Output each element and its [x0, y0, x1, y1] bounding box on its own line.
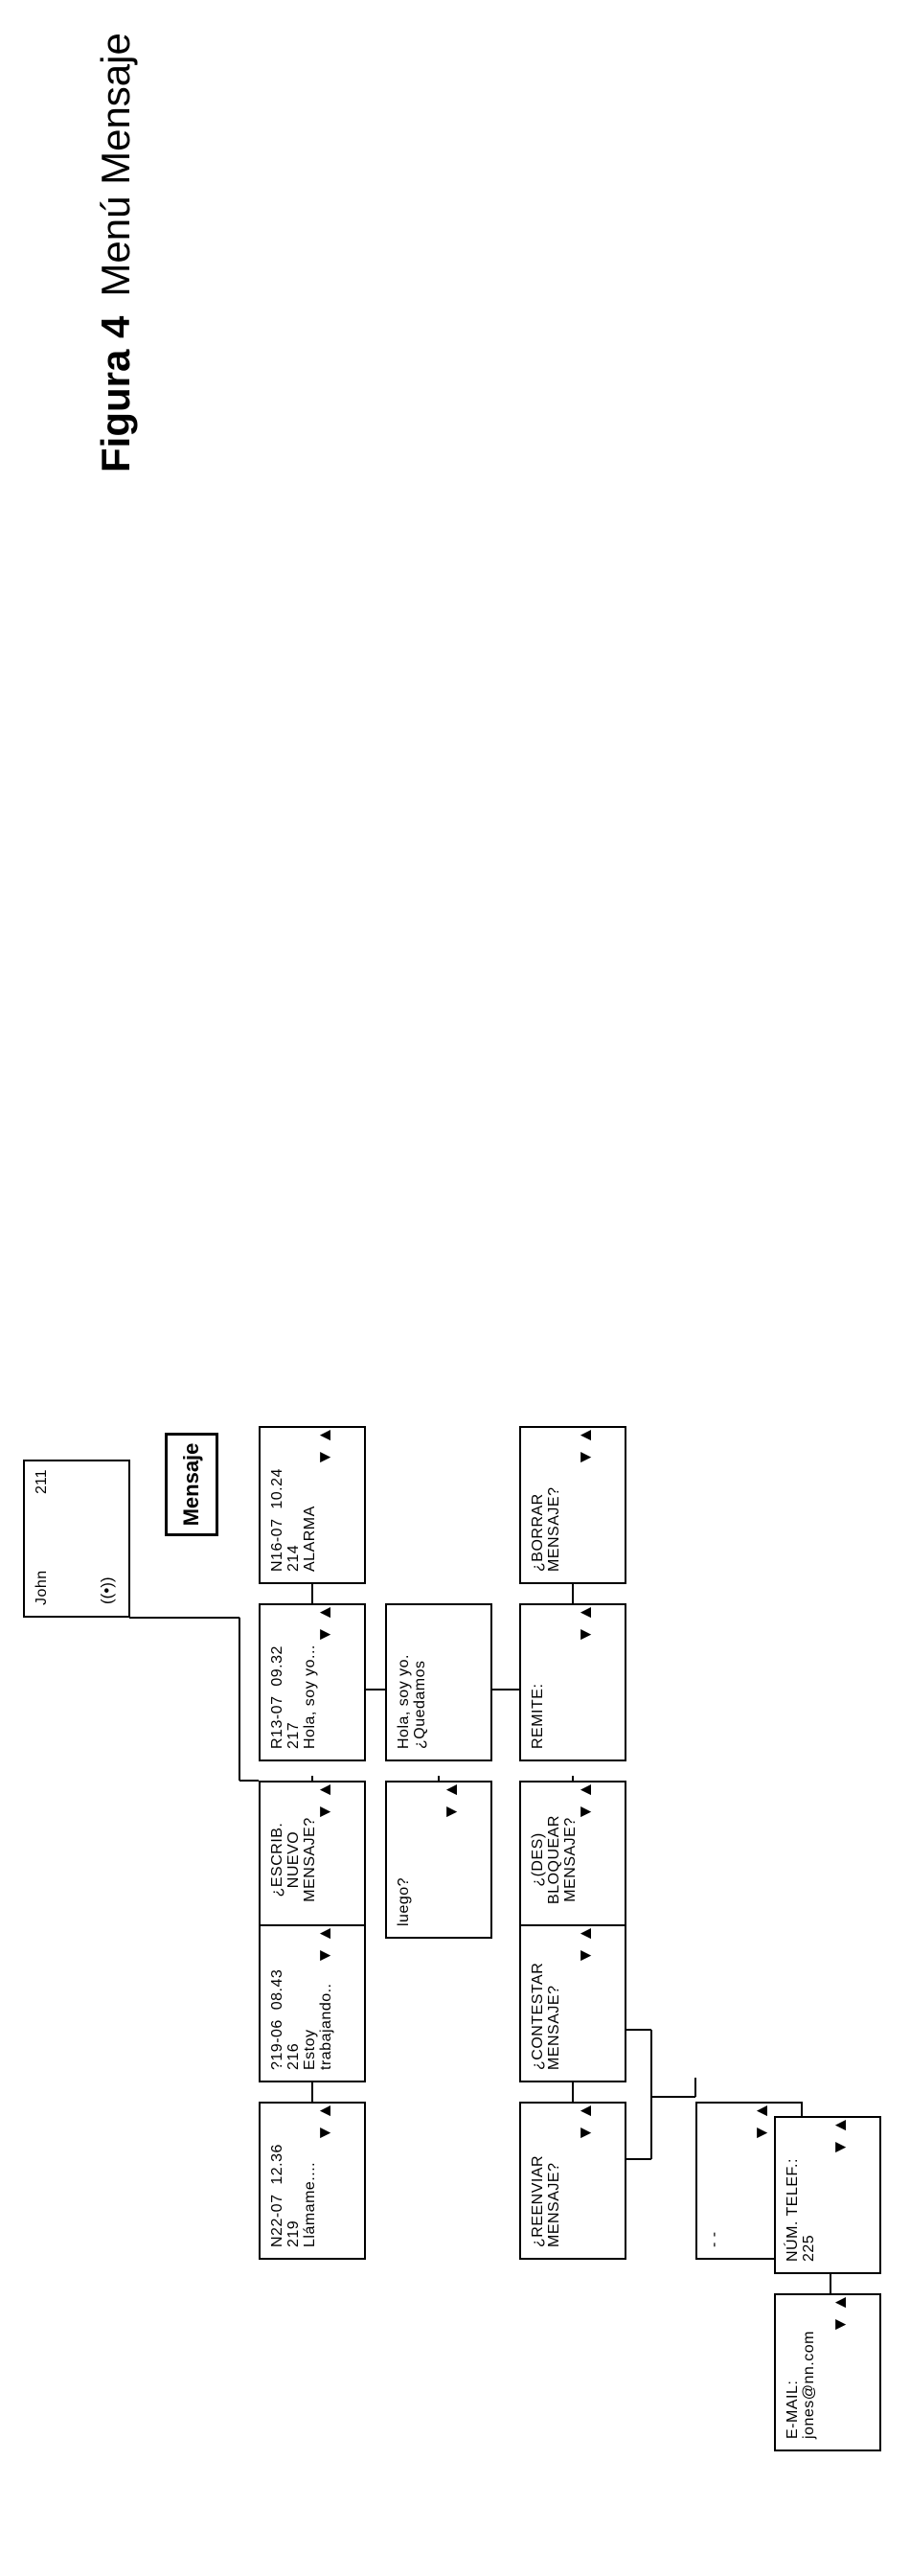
screen-text: ¿ESCRIB. NUEVO MENSAJE? [269, 1817, 318, 1902]
screen-text: ¿CONTESTAR MENSAJE? [530, 1962, 562, 2070]
idle-screen: John 211 ((•)) [23, 1460, 130, 1618]
screen-desbloquear: ¿(DES) BLOQUEAR MENSAJE? ▼ ▲ [519, 1781, 626, 1939]
screen-n16-07: N16-07 10.24 214 ALARMA ▼ ▲ [259, 1426, 366, 1584]
up-arrow-icon: ▲ [315, 1781, 335, 1799]
screen-text: R13-07 09.32 217 Hola, soy yo... [269, 1644, 318, 1749]
up-arrow-icon: ▲ [576, 1426, 596, 1444]
down-arrow-icon: ▼ [752, 2124, 772, 2142]
screen-remite: REMITE: ▼ ▲ [519, 1603, 626, 1761]
down-arrow-icon: ▼ [315, 2124, 335, 2142]
up-arrow-icon: ▲ [830, 2116, 851, 2134]
down-arrow-icon: ▼ [315, 1625, 335, 1644]
screen-num-telef: NÚM. TELEF.: 225 ▼ ▲ [774, 2116, 881, 2274]
screen-text: ¿(DES) BLOQUEAR MENSAJE? [530, 1815, 579, 1904]
screen-text: - - [706, 2231, 722, 2247]
down-arrow-icon: ▼ [576, 1625, 596, 1644]
up-arrow-icon: ▲ [576, 1924, 596, 1943]
down-arrow-icon: ▼ [576, 1946, 596, 1965]
screen-19-06: ?19-06 08.43 216 Estoy trabajando.. ▼ ▲ [259, 1924, 366, 2082]
screen-text: N22-07 12.36 219 Llámame.... [269, 2144, 318, 2247]
screen-escribir: ¿ESCRIB. NUEVO MENSAJE? ▼ ▲ [259, 1781, 366, 1939]
down-arrow-icon: ▼ [576, 1448, 596, 1466]
down-arrow-icon: ▼ [442, 1803, 462, 1821]
down-arrow-icon: ▼ [576, 2124, 596, 2142]
signal-icon: ((•)) [98, 1576, 116, 1604]
down-arrow-icon: ▼ [830, 2138, 851, 2156]
caller-number: 211 [34, 1469, 50, 1494]
screen-contestar: ¿CONTESTAR MENSAJE? ▼ ▲ [519, 1924, 626, 2082]
screen-text: ¿BORRAR MENSAJE? [530, 1486, 562, 1572]
up-arrow-icon: ▲ [752, 2102, 772, 2120]
screen-email: E-MAIL: jones@nn.com ▼ ▲ [774, 2293, 881, 2451]
screen-r13-07: R13-07 09.32 217 Hola, soy yo... ▼ ▲ [259, 1603, 366, 1761]
screen-hola: Hola, soy yo. ¿Quedamos [385, 1603, 492, 1761]
down-arrow-icon: ▼ [576, 1803, 596, 1821]
up-arrow-icon: ▲ [315, 1924, 335, 1943]
up-arrow-icon: ▲ [576, 1603, 596, 1622]
up-arrow-icon: ▲ [576, 2102, 596, 2120]
up-arrow-icon: ▲ [315, 1603, 335, 1622]
screen-reenviar: ¿REENVIAR MENSAJE? ▼ ▲ [519, 2102, 626, 2260]
up-arrow-icon: ▲ [576, 1781, 596, 1799]
down-arrow-icon: ▼ [315, 1946, 335, 1965]
screen-borrar: ¿BORRAR MENSAJE? ▼ ▲ [519, 1426, 626, 1584]
screen-text: NÚM. TELEF.: 225 [785, 2158, 817, 2262]
down-arrow-icon: ▼ [830, 2315, 851, 2334]
down-arrow-icon: ▼ [315, 1803, 335, 1821]
screen-text: luego? [396, 1876, 412, 1926]
screen-luego: luego? ▼ ▲ [385, 1781, 492, 1939]
screen-text: N16-07 10.24 214 ALARMA [269, 1468, 318, 1572]
down-arrow-icon: ▼ [315, 1448, 335, 1466]
screen-text: ¿REENVIAR MENSAJE? [530, 2154, 562, 2247]
screen-text: Hola, soy yo. ¿Quedamos [396, 1654, 428, 1749]
screen-text: E-MAIL: jones@nn.com [785, 2331, 817, 2439]
up-arrow-icon: ▲ [315, 1426, 335, 1444]
up-arrow-icon: ▲ [315, 2102, 335, 2120]
screen-n22-07: N22-07 12.36 219 Llámame.... ▼ ▲ [259, 2102, 366, 2260]
up-arrow-icon: ▲ [442, 1781, 462, 1799]
up-arrow-icon: ▲ [830, 2293, 851, 2312]
screen-text: REMITE: [530, 1683, 546, 1749]
